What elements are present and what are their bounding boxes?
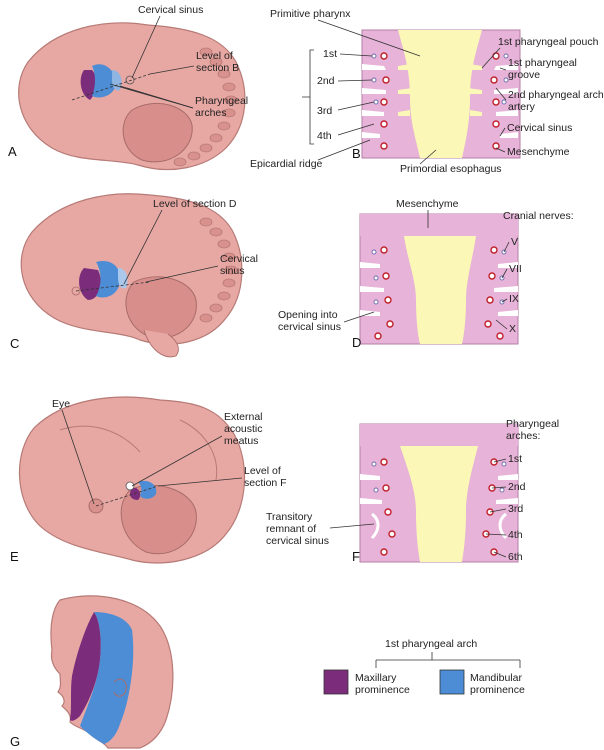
panel-f-remnant-label-2: remnant of bbox=[266, 523, 316, 535]
panel-a-level-label-1: Level of bbox=[196, 50, 233, 62]
panel-f-arch-1st: 1st bbox=[508, 453, 522, 465]
panel-b-artery-label-2: artery bbox=[508, 101, 536, 113]
panel-c-cervical-sinus-label-2: sinus bbox=[220, 265, 245, 277]
panel-e-meatus-label-3: meatus bbox=[224, 435, 258, 447]
panel-b-arch-1st: 1st bbox=[323, 48, 337, 60]
panel-f-remnant-label-3: cervical sinus bbox=[266, 535, 329, 547]
panel-e-level-label-1: Level of bbox=[244, 465, 281, 477]
panel-d-letter: D bbox=[352, 335, 361, 350]
panel-e-meatus-label-1: External bbox=[224, 411, 263, 423]
panel-f-section bbox=[359, 423, 519, 563]
panel-a-arches-label-1: Pharyngeal bbox=[195, 95, 248, 107]
panel-a-level-label-2: section B bbox=[196, 62, 239, 74]
panel-b-esophagus-label: Primordial esophagus bbox=[400, 163, 502, 175]
legend: 1st pharyngeal arch Maxillary prominence… bbox=[323, 638, 525, 696]
panel-b-epicardial-label: Epicardial ridge bbox=[250, 158, 323, 170]
panel-f-arch-4th: 4th bbox=[508, 529, 523, 541]
panel-a-embryo bbox=[18, 22, 246, 171]
legend-maxillary-2: prominence bbox=[355, 684, 410, 696]
panel-f-remnant-label-1: Transitory bbox=[266, 511, 313, 523]
panel-b-mesenchyme-label: Mesenchyme bbox=[507, 146, 570, 158]
panel-d-nerve-x: X bbox=[509, 323, 516, 335]
panel-g-letter: G bbox=[10, 734, 20, 749]
panel-g-head bbox=[50, 595, 174, 749]
panel-b-primitive-pharynx-label: Primitive pharynx bbox=[270, 8, 351, 20]
panel-d-opening-label-2: cervical sinus bbox=[278, 321, 341, 333]
panel-e-level-label-2: section F bbox=[244, 477, 287, 489]
legend-maxillary-1: Maxillary bbox=[355, 672, 397, 684]
panel-c-cervical-sinus-label-1: Cervical bbox=[220, 253, 258, 265]
panel-b-arch-4th: 4th bbox=[317, 130, 332, 142]
panel-b-groove-label-1: 1st pharyngeal bbox=[508, 57, 577, 69]
panel-f-arch-3rd: 3rd bbox=[508, 503, 523, 515]
panel-d-nerve-ix: IX bbox=[509, 293, 519, 305]
panel-c-letter: C bbox=[10, 336, 19, 351]
panel-e-embryo bbox=[18, 396, 246, 564]
panel-f-arch-6th: 6th bbox=[508, 551, 523, 563]
legend-mandibular-1: Mandibular bbox=[470, 672, 522, 684]
panel-f-arches-title-2: arches: bbox=[506, 430, 540, 442]
panel-d-cranial-nerves-label: Cranial nerves: bbox=[503, 210, 574, 222]
panel-d-mesenchyme-label: Mesenchyme bbox=[396, 198, 459, 210]
panel-c-embryo bbox=[20, 193, 243, 358]
panel-d-section bbox=[359, 213, 519, 345]
panel-d-nerve-v: V bbox=[511, 236, 518, 248]
panel-b-artery-label-1: 2nd pharyngeal arch bbox=[508, 89, 604, 101]
panel-b-arch-2nd: 2nd bbox=[317, 75, 335, 87]
panel-b-cervical-sinus-label: Cervical sinus bbox=[507, 122, 572, 134]
panel-b-arch-3rd: 3rd bbox=[317, 105, 332, 117]
panel-a-cervical-sinus-label: Cervical sinus bbox=[138, 4, 203, 16]
panel-e-eye-label: Eye bbox=[52, 398, 70, 410]
panel-b-section bbox=[361, 29, 521, 159]
panel-a-letter: A bbox=[8, 144, 17, 159]
panel-d-nerve-vii: VII bbox=[509, 263, 522, 275]
legend-swatch-mandibular bbox=[439, 669, 465, 695]
legend-title: 1st pharyngeal arch bbox=[385, 638, 477, 650]
panel-b-pouch-label: 1st pharyngeal pouch bbox=[498, 36, 599, 48]
panel-a-arches-label-2: arches bbox=[195, 107, 227, 119]
panel-b-letter: B bbox=[352, 146, 361, 161]
panel-f-arch-2nd: 2nd bbox=[508, 481, 526, 493]
panel-f-arches-title-1: Pharyngeal bbox=[506, 418, 559, 430]
legend-swatch-maxillary bbox=[323, 669, 349, 695]
panel-b-groove-label-2: groove bbox=[508, 69, 540, 81]
panel-d-opening-label-1: Opening into bbox=[278, 309, 338, 321]
legend-mandibular-2: prominence bbox=[470, 684, 525, 696]
panel-e-letter: E bbox=[10, 549, 19, 564]
panel-c-level-label: Level of section D bbox=[153, 198, 237, 210]
panel-f-letter: F bbox=[352, 549, 360, 564]
panel-e-meatus-label-2: acoustic bbox=[224, 423, 263, 435]
